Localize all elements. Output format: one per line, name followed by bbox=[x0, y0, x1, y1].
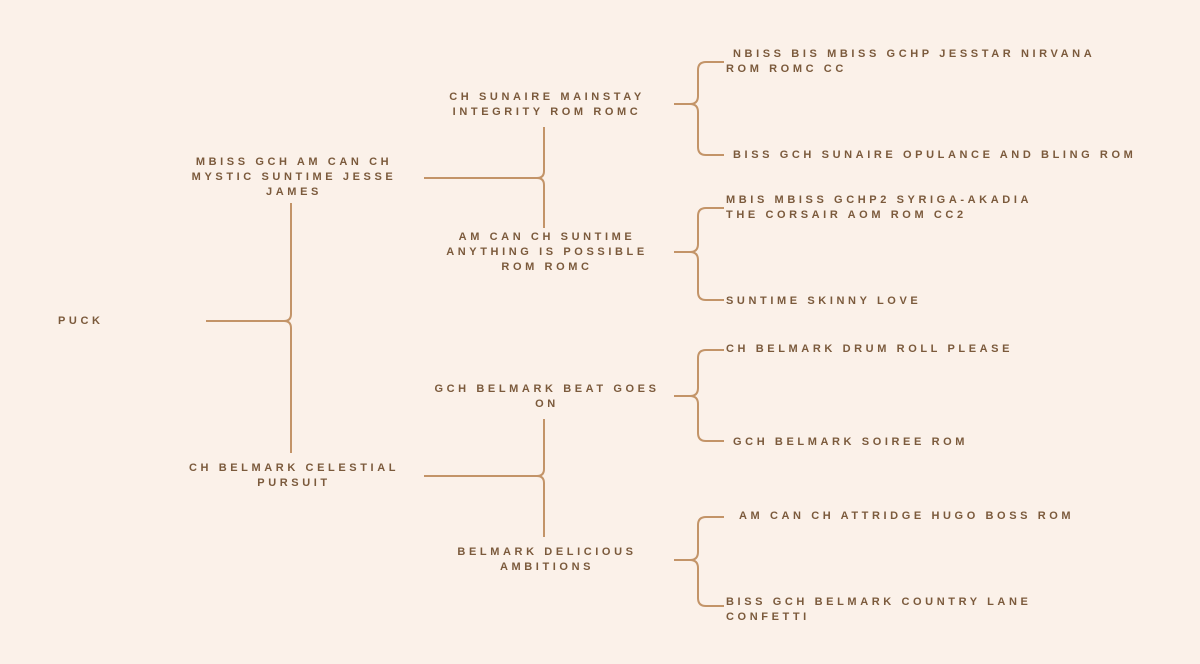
name-line: AM CAN CH SUNTIME bbox=[458, 231, 636, 243]
subject-name: PUCK bbox=[58, 314, 104, 329]
ss-dam-name: BISS GCH SUNAIRE OPULANCE AND BLING ROM bbox=[733, 148, 1136, 163]
dam-sire-name: GCH BELMARK BEAT GOES ON bbox=[434, 382, 659, 412]
name-line: ON bbox=[535, 398, 559, 410]
connector-sire bbox=[424, 127, 545, 228]
name-line: MYSTIC SUNTIME JESSE bbox=[191, 171, 397, 183]
name-line: CONFETTI bbox=[726, 611, 810, 623]
connector-subject bbox=[206, 203, 292, 453]
connector-sire-dam bbox=[674, 207, 724, 301]
dd-dam-name: BISS GCH BELMARK COUNTRY LANE CONFETTI bbox=[726, 595, 1031, 625]
connector-dam bbox=[424, 419, 545, 537]
name-line: AM CAN CH ATTRIDGE HUGO BOSS ROM bbox=[739, 510, 1075, 522]
name-line: AMBITIONS bbox=[499, 561, 595, 573]
name-line: GCH BELMARK BEAT GOES bbox=[434, 383, 660, 395]
ds-sire-name: CH BELMARK DRUM ROLL PLEASE bbox=[726, 342, 1013, 357]
name-line: CH BELMARK CELESTIAL bbox=[188, 462, 400, 474]
name-line: ROM ROMC bbox=[501, 261, 593, 273]
name-line: JAMES bbox=[266, 186, 322, 198]
dam-name: CH BELMARK CELESTIAL PURSUIT bbox=[189, 461, 399, 491]
name-line: ANYTHING IS POSSIBLE bbox=[446, 246, 648, 258]
sire-name: MBISS GCH AM CAN CH MYSTIC SUNTIME JESSE… bbox=[192, 155, 397, 200]
ss-sire-name: NBISS BIS MBISS GCHP JESSTAR NIRVANA ROM… bbox=[726, 47, 1095, 77]
name-line: CH BELMARK DRUM ROLL PLEASE bbox=[726, 343, 1014, 355]
dd-sire-name: AM CAN CH ATTRIDGE HUGO BOSS ROM bbox=[739, 509, 1074, 524]
ds-dam-name: GCH BELMARK SOIREE ROM bbox=[733, 435, 968, 450]
name-line: SUNTIME SKINNY LOVE bbox=[726, 295, 922, 307]
name-line: CH SUNAIRE MAINSTAY bbox=[449, 91, 645, 103]
connector-sire-sire bbox=[674, 61, 724, 156]
name-line: INTEGRITY ROM ROMC bbox=[452, 106, 642, 118]
name-line: PURSUIT bbox=[257, 477, 331, 489]
sd-dam-name: SUNTIME SKINNY LOVE bbox=[726, 294, 921, 309]
name-line: THE CORSAIR AOM ROM CC2 bbox=[726, 209, 967, 221]
name-line: BELMARK DELICIOUS bbox=[457, 546, 637, 558]
sire-sire-name: CH SUNAIRE MAINSTAY INTEGRITY ROM ROMC bbox=[449, 90, 645, 120]
name-line: NBISS BIS MBISS GCHP JESSTAR NIRVANA bbox=[733, 48, 1096, 60]
dam-dam-name: BELMARK DELICIOUS AMBITIONS bbox=[457, 545, 636, 575]
name-line: BISS GCH BELMARK COUNTRY LANE bbox=[726, 596, 1032, 608]
connector-dam-sire bbox=[674, 349, 724, 442]
name-line: MBIS MBISS GCHP2 SYRIGA-AKADIA bbox=[726, 194, 1033, 206]
name-line: ROM ROMC CC bbox=[726, 63, 847, 75]
sire-dam-name: AM CAN CH SUNTIME ANYTHING IS POSSIBLE R… bbox=[446, 230, 648, 275]
sd-sire-name: MBIS MBISS GCHP2 SYRIGA-AKADIA THE CORSA… bbox=[726, 193, 1032, 223]
name-line: MBISS GCH AM CAN CH bbox=[195, 156, 393, 168]
name-line: BISS GCH SUNAIRE OPULANCE AND BLING ROM bbox=[733, 149, 1137, 161]
name-line: GCH BELMARK SOIREE ROM bbox=[733, 436, 969, 448]
name-line: PUCK bbox=[58, 315, 104, 327]
connector-dam-dam bbox=[674, 516, 724, 607]
